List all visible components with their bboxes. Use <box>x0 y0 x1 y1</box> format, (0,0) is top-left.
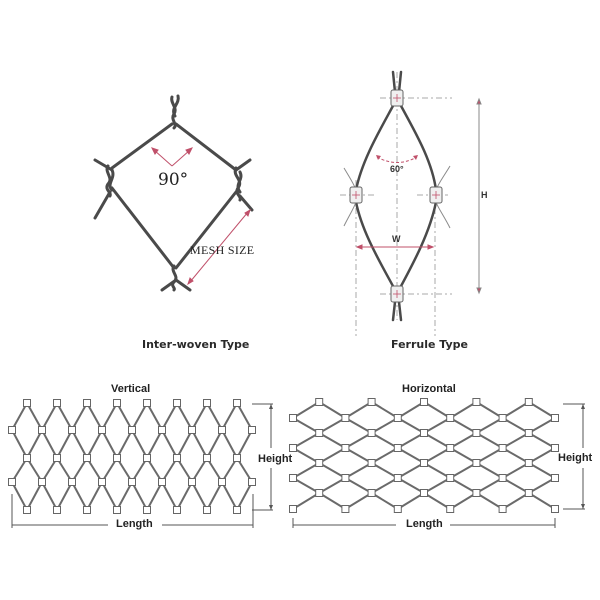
horizontal-mesh-drawing <box>289 398 585 528</box>
mesh-size-label: MESH SIZE <box>190 243 255 257</box>
horizontal-height-dimension <box>563 403 585 510</box>
vertical-height-dimension <box>252 403 273 511</box>
angle-90-label: 90° <box>158 170 189 190</box>
vertical-mesh-drawing <box>8 399 273 528</box>
vertical-title: Vertical <box>111 383 151 395</box>
interwoven-mesh-drawing <box>93 94 254 292</box>
angle-90-arrows <box>151 147 193 167</box>
horizontal-height-label: Height <box>556 452 595 464</box>
width-dimension <box>355 244 435 250</box>
width-label: W <box>392 234 401 244</box>
horizontal-title: Horizontal <box>402 383 456 395</box>
vertical-length-label: Length <box>114 518 155 530</box>
ferrule-caption: Ferrule Type <box>391 338 468 351</box>
vertical-length-dimension <box>11 494 254 528</box>
horizontal-length-label: Length <box>404 518 445 530</box>
interwoven-diagram: 90° MESH SIZE Inter-woven Type <box>0 0 300 360</box>
vertical-mesh-diagram: Vertical Height Length <box>0 370 300 540</box>
ferrule-sleeves <box>349 89 443 303</box>
ferrule-mesh-drawing <box>340 70 482 336</box>
horizontal-length-dimension <box>292 518 556 528</box>
angle-60-arc <box>376 156 418 163</box>
ferrule-diagram: 60° W H Ferrule Type <box>300 0 600 360</box>
height-label: H <box>481 190 488 200</box>
vertical-height-label: Height <box>256 453 295 465</box>
mesh-size-arrow <box>187 208 251 286</box>
horizontal-mesh-diagram: Horizontal Height Length <box>280 370 600 540</box>
height-dimension <box>476 97 482 295</box>
angle-60-label: 60° <box>390 164 404 174</box>
interwoven-caption: Inter-woven Type <box>142 338 250 351</box>
